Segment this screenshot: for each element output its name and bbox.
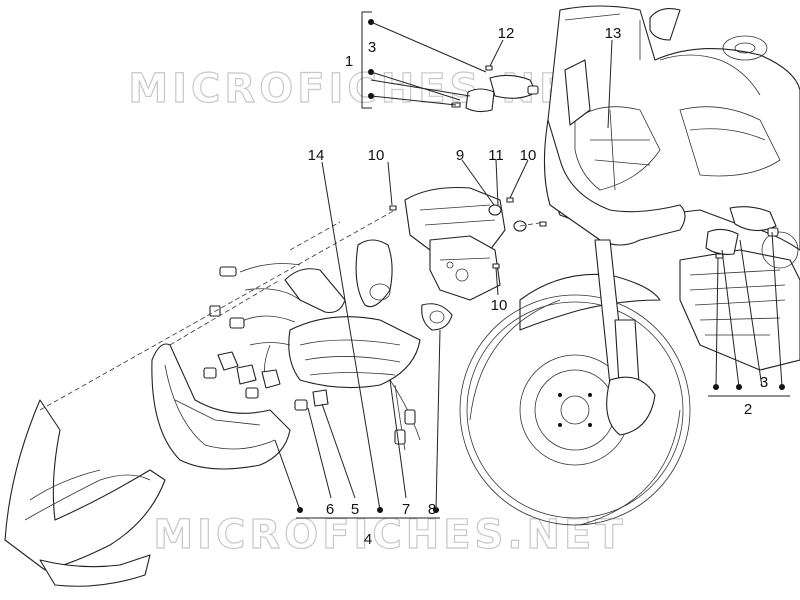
callout-3-right: 3 xyxy=(760,374,768,391)
callout-14: 14 xyxy=(308,147,325,164)
callout-3-top: 3 xyxy=(368,39,376,56)
bulb-sockets xyxy=(203,351,329,411)
front-fairing xyxy=(4,399,166,587)
callout-12: 12 xyxy=(498,25,515,42)
front-turn-signal-right xyxy=(705,206,779,259)
callout-7: 7 xyxy=(402,501,410,518)
callout-8: 8 xyxy=(428,501,436,518)
callout-10-right: 10 xyxy=(520,147,537,164)
leader-lines xyxy=(274,11,790,519)
watermark-bottom: MICROFICHES.NET xyxy=(153,512,626,558)
headlight-lens xyxy=(151,343,291,470)
wiring-harness xyxy=(209,263,421,451)
callout-9: 9 xyxy=(456,147,464,164)
callout-numbers: 1 3 12 13 14 10 9 11 10 10 3 2 6 5 7 8 4 xyxy=(308,25,769,548)
callout-4: 4 xyxy=(364,531,372,548)
motorcycle-illustration xyxy=(459,5,800,526)
callout-6: 6 xyxy=(326,501,334,518)
headlight-unit xyxy=(389,187,547,301)
callout-10-lower: 10 xyxy=(491,297,508,314)
callout-2: 2 xyxy=(744,401,752,418)
callout-11: 11 xyxy=(488,147,504,164)
callout-5: 5 xyxy=(351,501,359,518)
callout-1: 1 xyxy=(345,53,353,70)
callout-10-left: 10 xyxy=(368,147,385,164)
callout-13: 13 xyxy=(605,25,622,42)
bulb-caps xyxy=(355,239,453,331)
